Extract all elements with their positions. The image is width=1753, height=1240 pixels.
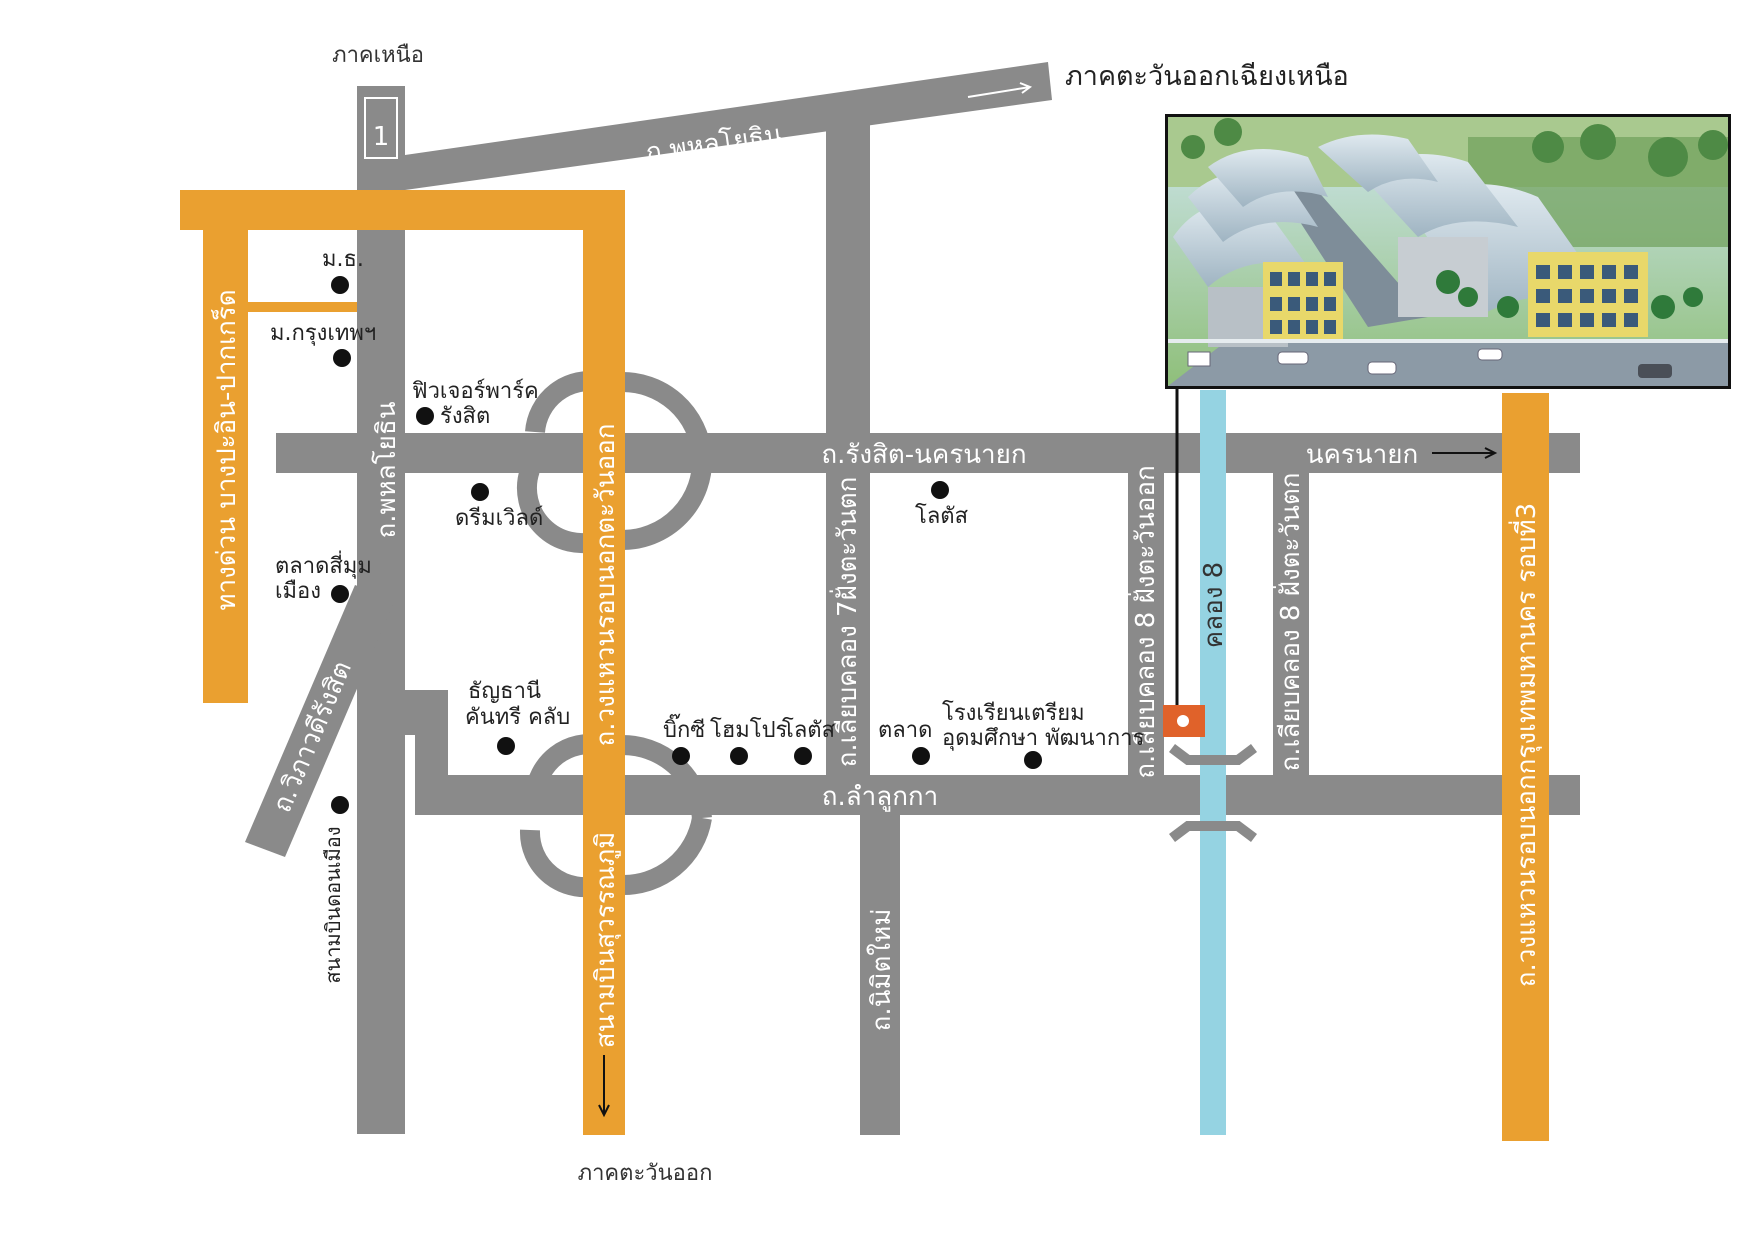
label-home-pro: โฮมโปร xyxy=(710,717,788,743)
label-nakhonnayok: นครนายก xyxy=(1306,440,1418,470)
dot-dream-world xyxy=(471,483,489,501)
highway-expressway xyxy=(203,190,248,703)
warehouse-illustration xyxy=(1168,117,1728,386)
label-phahon-vertical: ถ.พหลโยธิน xyxy=(371,401,402,538)
road-vibhavadi xyxy=(245,585,395,857)
label-lotus-2: โลตัส xyxy=(782,717,836,743)
road-lam-luk-ka xyxy=(405,690,1580,815)
label-bangkok-u: ม.กรุงเทพฯ xyxy=(270,321,376,346)
label-outer-ring-east: ถ.วงแหวนรอบนอกตะวันออก xyxy=(591,424,621,747)
label-lam-luk-ka: ถ.ลำลูกกา xyxy=(822,782,939,812)
warehouse-photo xyxy=(1165,114,1731,389)
label-rangsit-nakhonnayok: ถ.รังสิต-นครนายก xyxy=(821,440,1026,470)
road-liap-khlong-8-west xyxy=(1273,473,1309,775)
dot-mor-tor xyxy=(331,276,349,294)
label-future-park-1: ฟิวเจอร์พาร์ค xyxy=(412,379,539,404)
label-liap-khlong-8-east: ถ.เลียบคลอง 8 ฝั่งตะวันออก xyxy=(1127,465,1161,778)
dot-market xyxy=(912,747,930,765)
road-nimit-mai xyxy=(860,815,900,1135)
direction-northeast: ภาคตะวันออกเฉียงเหนือ xyxy=(1065,61,1349,92)
label-talad-simum-2: เมือง xyxy=(275,579,321,604)
direction-north: ภาคเหนือ xyxy=(332,43,424,68)
dot-big-c xyxy=(672,747,690,765)
route-1-shield: 1 xyxy=(364,97,398,159)
label-thanyathani-2: คันทรี คลับ xyxy=(465,705,570,730)
label-big-c: บิ๊กซี xyxy=(663,713,705,743)
label-nimit-mai: ถ.นิมิตใหม่ xyxy=(867,909,897,1032)
roads xyxy=(245,62,1580,1135)
dot-lotus-2 xyxy=(794,747,812,765)
arrow-down-icon xyxy=(598,1055,610,1118)
dot-thanyathani xyxy=(497,737,515,755)
road-rangsit-nakhonnayok xyxy=(276,433,1580,473)
route-1-label: 1 xyxy=(373,122,390,152)
label-lotus-1: โลตัส xyxy=(915,503,969,529)
road-phahon-yothin-top xyxy=(405,62,1052,190)
dot-talad-simum xyxy=(331,585,349,603)
direction-east: ภาคตะวันออก xyxy=(578,1161,713,1186)
label-expressway: ทางด่วน บางปะอิน-ปากเกร็ด xyxy=(210,289,242,610)
label-thanyathani-1: ธัญธานี xyxy=(468,679,541,704)
label-vibhavadi: ถ.วิภาวดีรังสิต xyxy=(267,657,358,817)
highways xyxy=(180,190,1549,1141)
dot-home-pro xyxy=(730,747,748,765)
label-school-2: อุดมศึกษา พัฒนาการ xyxy=(942,726,1145,751)
highway-outer-ring-3 xyxy=(1502,393,1549,1141)
dot-future-park xyxy=(416,407,434,425)
highway-top-connector xyxy=(180,190,625,230)
dot-bangkok-u xyxy=(333,349,351,367)
label-suvarnabhumi: สนามบินสุวรรณภูมิ xyxy=(591,832,621,1048)
place-markers xyxy=(331,276,1042,814)
arrow-east-icon xyxy=(1432,447,1498,459)
label-dream-world: ดรีมเวิลด์ xyxy=(455,506,543,531)
label-liap-khlong-8-west: ถ.เลียบคลอง 8 ฝั่งตะวันตก xyxy=(1272,472,1306,771)
label-outer-ring-3: ถ.วงแหวนรอบนอกกรุงเทพมหานคร รอบที่3 xyxy=(1508,503,1542,987)
arrow-northeast-icon xyxy=(967,82,1033,98)
highway-connector-link xyxy=(248,302,357,312)
dot-don-mueang xyxy=(331,796,349,814)
label-talad-simum-1: ตลาดสี่มุม xyxy=(275,550,372,579)
road-liap-khlong-8-east xyxy=(1128,473,1164,775)
label-mor-tor: ม.ธ. xyxy=(322,247,364,272)
dot-school xyxy=(1024,751,1042,769)
label-future-park-2: รังสิต xyxy=(440,404,490,429)
label-school-1: โรงเรียนเตรียม xyxy=(942,700,1085,726)
road-liap-khlong-7 xyxy=(826,123,870,775)
highway-outer-ring-east xyxy=(583,190,625,1135)
label-khlong-8: คลอง 8 xyxy=(1199,562,1229,648)
dot-lotus-1 xyxy=(931,481,949,499)
label-don-mueang: สนามบินดอนเมือง xyxy=(321,826,345,983)
label-market: ตลาด xyxy=(878,718,932,743)
label-liap-khlong-7: ถ.เลียบคลอง 7ฝั่งตะวันตก xyxy=(829,477,863,768)
canal-bridge xyxy=(1169,744,1257,842)
site-marker-dot xyxy=(1177,715,1189,727)
